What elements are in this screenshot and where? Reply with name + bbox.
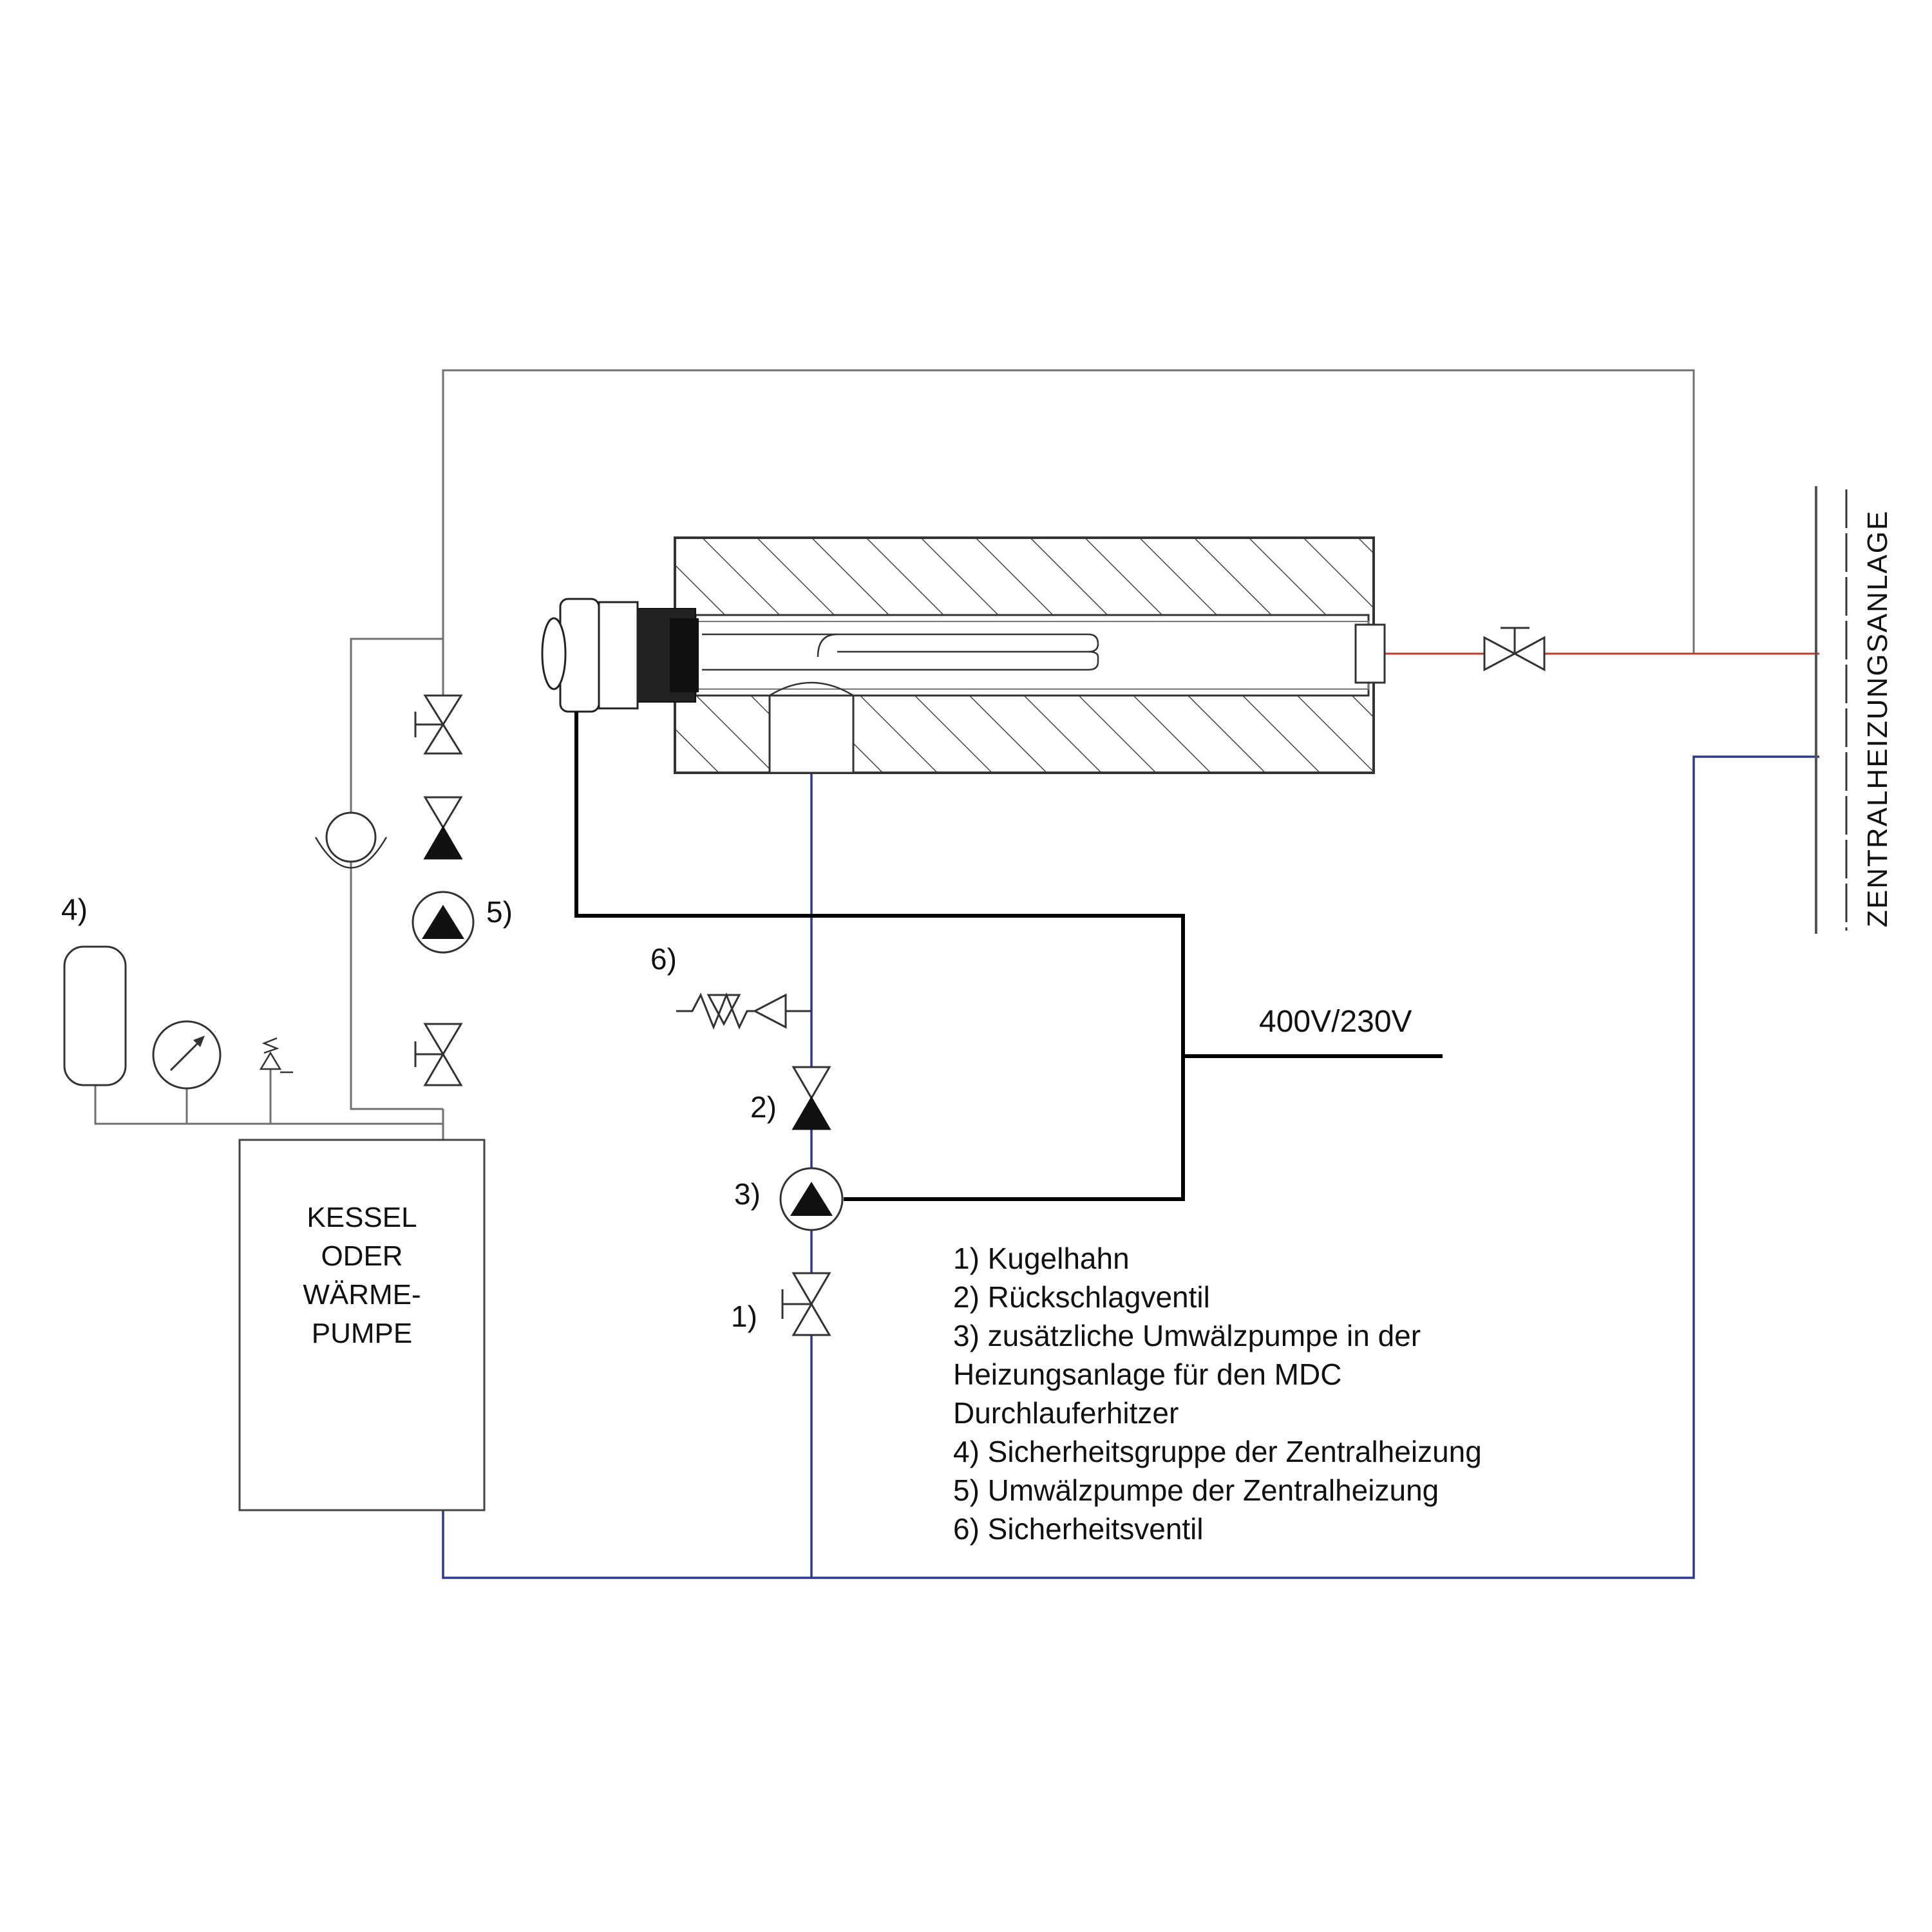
central-heating-label: ZENTRALHEIZUNGSANLAGE bbox=[1862, 510, 1893, 927]
circulation-pump-central bbox=[412, 891, 475, 954]
legend-line-4: Heizungsanlage für den MDC bbox=[953, 1358, 1341, 1391]
label-item-1: 1) bbox=[731, 1300, 757, 1333]
bypass-pipe bbox=[350, 638, 443, 1110]
legend-line-5: Durchlauferhitzer bbox=[953, 1396, 1179, 1430]
return-line-right bbox=[442, 755, 1819, 1579]
circulation-pump-heater bbox=[779, 1167, 844, 1231]
ball-valve-upper-left bbox=[414, 694, 463, 755]
legend-line-2: 2) Rückschlagventil bbox=[953, 1280, 1210, 1314]
boiler-label-line-4: PUMPE bbox=[312, 1318, 412, 1349]
label-item-2: 2) bbox=[750, 1090, 777, 1124]
check-valve-return bbox=[791, 1066, 831, 1130]
safety-valve-small-icon bbox=[259, 1037, 293, 1124]
boiler-label-line-2: ODER bbox=[321, 1240, 402, 1272]
label-item-4: 4) bbox=[61, 893, 88, 926]
supply-ball-valve bbox=[1483, 627, 1546, 672]
legend: 1) Kugelhahn 2) Rückschlagventil 3) zusä… bbox=[953, 1242, 1482, 1546]
legend-line-6: 4) Sicherheitsgruppe der Zentralheizung bbox=[953, 1435, 1482, 1468]
supply-pipe-top bbox=[442, 369, 1695, 702]
check-valve-left bbox=[423, 796, 463, 860]
boiler-label-line-1: KESSEL bbox=[307, 1202, 417, 1233]
expansion-tank-icon bbox=[63, 945, 127, 1086]
legend-line-8: 6) Sicherheitsventil bbox=[953, 1512, 1204, 1546]
safety-valve-return bbox=[676, 992, 811, 1030]
label-item-3: 3) bbox=[734, 1177, 761, 1211]
power-cable-heater bbox=[574, 712, 1185, 1201]
label-item-5: 5) bbox=[486, 895, 513, 929]
boiler-or-heat-pump bbox=[238, 1139, 486, 1511]
pressure-gauge-icon bbox=[152, 1020, 222, 1124]
legend-line-1: 1) Kugelhahn bbox=[953, 1242, 1130, 1275]
boiler-label-line-3: WÄRME- bbox=[303, 1279, 421, 1311]
ball-valve-return bbox=[781, 1272, 831, 1336]
safety-group-pipe bbox=[94, 1082, 444, 1140]
ball-valve-lower-left bbox=[414, 1023, 463, 1086]
voltage-label: 400V/230V bbox=[1259, 1005, 1412, 1039]
legend-line-3: 3) zusätzliche Umwälzpumpe in der bbox=[953, 1319, 1421, 1352]
label-item-6: 6) bbox=[650, 942, 677, 976]
legend-line-7: 5) Umwälzpumpe der Zentralheizung bbox=[953, 1473, 1439, 1507]
mdc-instant-heater bbox=[541, 536, 1386, 774]
flow-indicator-icon bbox=[314, 811, 388, 869]
